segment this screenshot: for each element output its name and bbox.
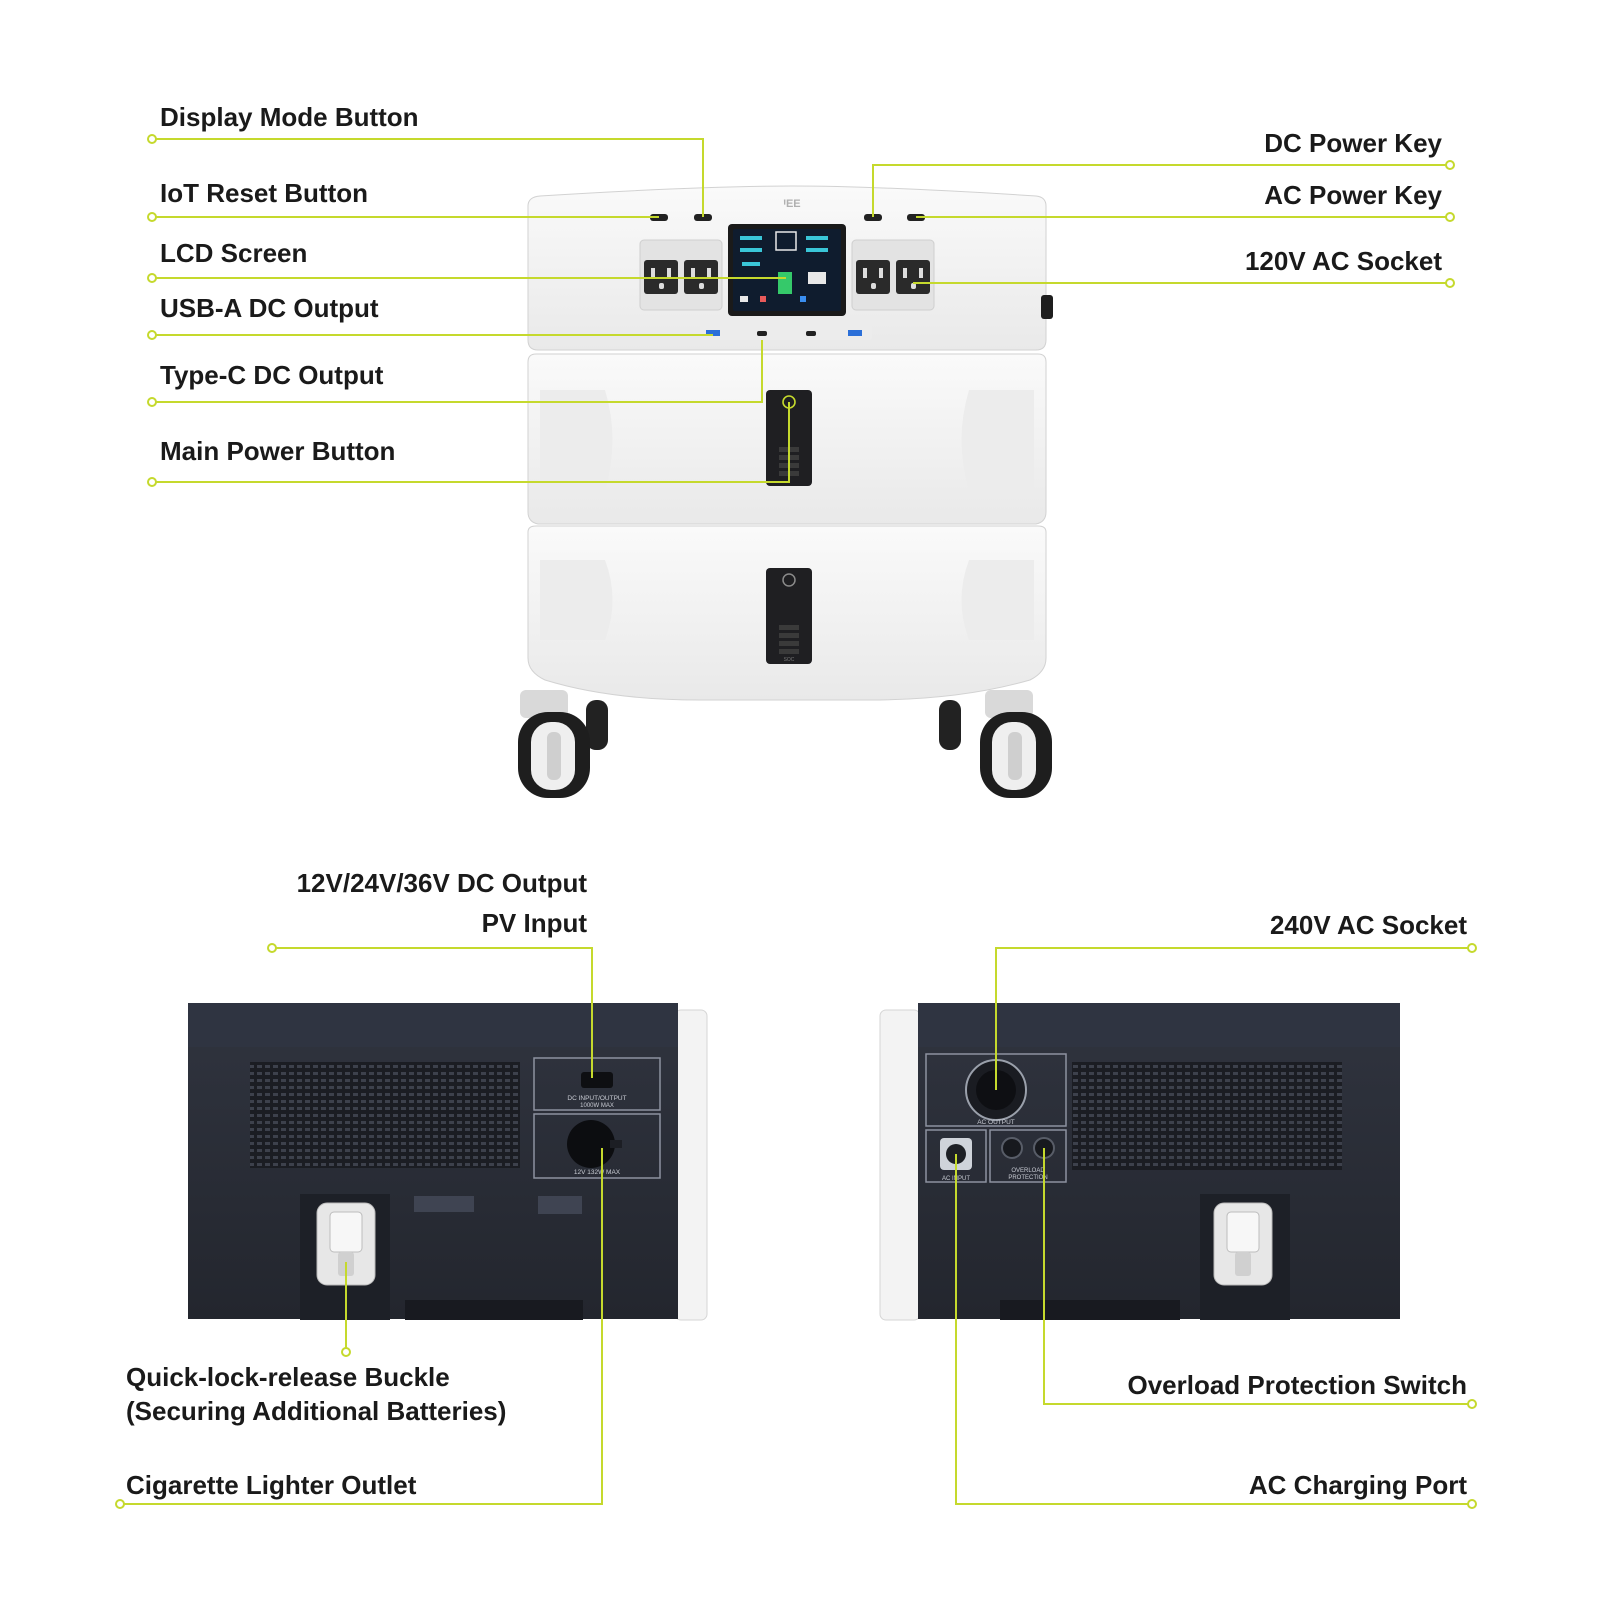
leader-lines bbox=[120, 138, 1472, 1505]
leader-pv-input bbox=[272, 947, 593, 1078]
soc-text-lower: SOC bbox=[784, 657, 795, 663]
leader-dc-power-key bbox=[872, 164, 1450, 217]
leader-dot-ac-socket-240v bbox=[1467, 943, 1477, 953]
label-quick-lock-buckle-line2: (Securing Additional Batteries) bbox=[126, 1396, 507, 1426]
leader-dot-dc-power-key bbox=[1445, 160, 1455, 170]
dc-io-panel-label-2: 1000W MAX bbox=[580, 1103, 614, 1109]
leader-type-c bbox=[152, 340, 763, 403]
label-lcd-screen: LCD Screen bbox=[160, 238, 308, 268]
label-dc-power-key: DC Power Key bbox=[1264, 128, 1442, 158]
label-iot-reset-button: IoT Reset Button bbox=[160, 178, 368, 208]
dc-io-panel bbox=[533, 1057, 661, 1111]
side-switch[interactable] bbox=[1041, 295, 1053, 319]
leader-dot-iot-reset bbox=[147, 212, 157, 222]
usb-a-port-2[interactable] bbox=[848, 330, 862, 336]
dc-io-panel-label-1: DC INPUT/OUTPUT bbox=[567, 1095, 626, 1102]
label-type-c-dc-output: Type-C DC Output bbox=[160, 360, 384, 390]
front-right-wheel bbox=[980, 690, 1052, 798]
label-12v-24v-36v-dc-output: 12V/24V/36V DC Output bbox=[296, 868, 587, 898]
overload-label-1: OVERLOAD bbox=[1011, 1168, 1045, 1174]
leader-dot-buckle bbox=[341, 1347, 351, 1357]
leader-dot-usb-a bbox=[147, 330, 157, 340]
usb-c-port-2[interactable] bbox=[806, 331, 816, 336]
leader-dot-ac-power-key bbox=[1445, 212, 1455, 222]
label-quick-lock-buckle: Quick-lock-release Buckle (Securing Addi… bbox=[126, 1360, 506, 1428]
leader-ac-charging-port bbox=[955, 1154, 1472, 1505]
ac-socket-120v-3[interactable] bbox=[856, 260, 890, 294]
cig-panel bbox=[533, 1113, 661, 1179]
cigarette-lighter-outlet[interactable] bbox=[567, 1120, 615, 1168]
pv-input-port[interactable] bbox=[581, 1072, 613, 1088]
ac-output-label: AC OUTPUT bbox=[977, 1119, 1015, 1126]
label-pv-input: PV Input bbox=[481, 908, 587, 938]
ac-socket-120v-4[interactable] bbox=[896, 260, 930, 294]
leader-dot-main-power bbox=[147, 477, 157, 487]
label-quick-lock-buckle-line1: Quick-lock-release Buckle bbox=[126, 1362, 450, 1392]
rear-right-view: AC OUTPUT AC INPUT OVERLOAD PROTECTION bbox=[879, 1003, 1400, 1321]
label-main-power-button: Main Power Button bbox=[160, 436, 396, 466]
leader-dot-cigarette-lighter bbox=[115, 1499, 125, 1509]
label-overload-protection-switch: Overload Protection Switch bbox=[1127, 1370, 1467, 1400]
label-usb-a-dc-output: USB-A DC Output bbox=[160, 293, 379, 323]
label-cigarette-lighter-outlet: Cigarette Lighter Outlet bbox=[126, 1470, 417, 1500]
leader-main-power bbox=[152, 402, 790, 483]
rear-left-view: DC INPUT/OUTPUT 1000W MAX 12V 132W MAX bbox=[188, 1003, 708, 1321]
vent-grille-left bbox=[250, 1062, 520, 1168]
leader-dot-pv-input bbox=[267, 943, 277, 953]
leader-dot-ac-charging-port bbox=[1467, 1499, 1477, 1509]
dc-power-key[interactable] bbox=[864, 214, 882, 221]
middle-battery-module bbox=[527, 353, 1047, 525]
rear-wheels bbox=[586, 700, 961, 750]
label-120v-ac-socket: 120V AC Socket bbox=[1244, 246, 1442, 276]
top-inverter-module: ꞋEE bbox=[527, 185, 1053, 351]
quick-lock-buckle-right[interactable] bbox=[1213, 1202, 1273, 1286]
leader-dot-display-mode bbox=[147, 134, 157, 144]
leader-overload-switch bbox=[1043, 1148, 1472, 1405]
leader-cigarette-lighter bbox=[120, 1148, 603, 1505]
bottom-battery-module: SOC bbox=[527, 525, 1047, 701]
vent-grille-right bbox=[1072, 1062, 1342, 1170]
front-left-wheel bbox=[518, 690, 590, 798]
label-240v-ac-socket: 240V AC Socket bbox=[1269, 910, 1467, 940]
lcd-readouts bbox=[740, 231, 828, 302]
front-unit: SOC ꞋEE bbox=[518, 185, 1053, 798]
label-ac-charging-port: AC Charging Port bbox=[1248, 1470, 1467, 1500]
leader-ac-socket-240v bbox=[995, 947, 1472, 1090]
label-ac-power-key: AC Power Key bbox=[1264, 180, 1442, 210]
label-display-mode-button: Display Mode Button bbox=[160, 102, 419, 132]
leader-dot-type-c bbox=[147, 397, 157, 407]
display-mode-button[interactable] bbox=[694, 214, 712, 221]
leader-dot-ac-socket-120v bbox=[1445, 278, 1455, 288]
leader-display-mode bbox=[152, 138, 704, 217]
cig-panel-label: 12V 132W MAX bbox=[574, 1169, 621, 1176]
logo-mark: ꞋEE bbox=[783, 198, 800, 210]
leader-endpoints bbox=[115, 134, 1477, 1509]
overload-label-2: PROTECTION bbox=[1008, 1175, 1047, 1181]
usb-a-port-1[interactable] bbox=[706, 330, 720, 336]
usb-c-port-1[interactable] bbox=[757, 331, 767, 336]
leader-dot-overload-switch bbox=[1467, 1399, 1477, 1409]
leader-dot-lcd-screen bbox=[147, 273, 157, 283]
overload-switch-1[interactable] bbox=[1001, 1137, 1023, 1159]
